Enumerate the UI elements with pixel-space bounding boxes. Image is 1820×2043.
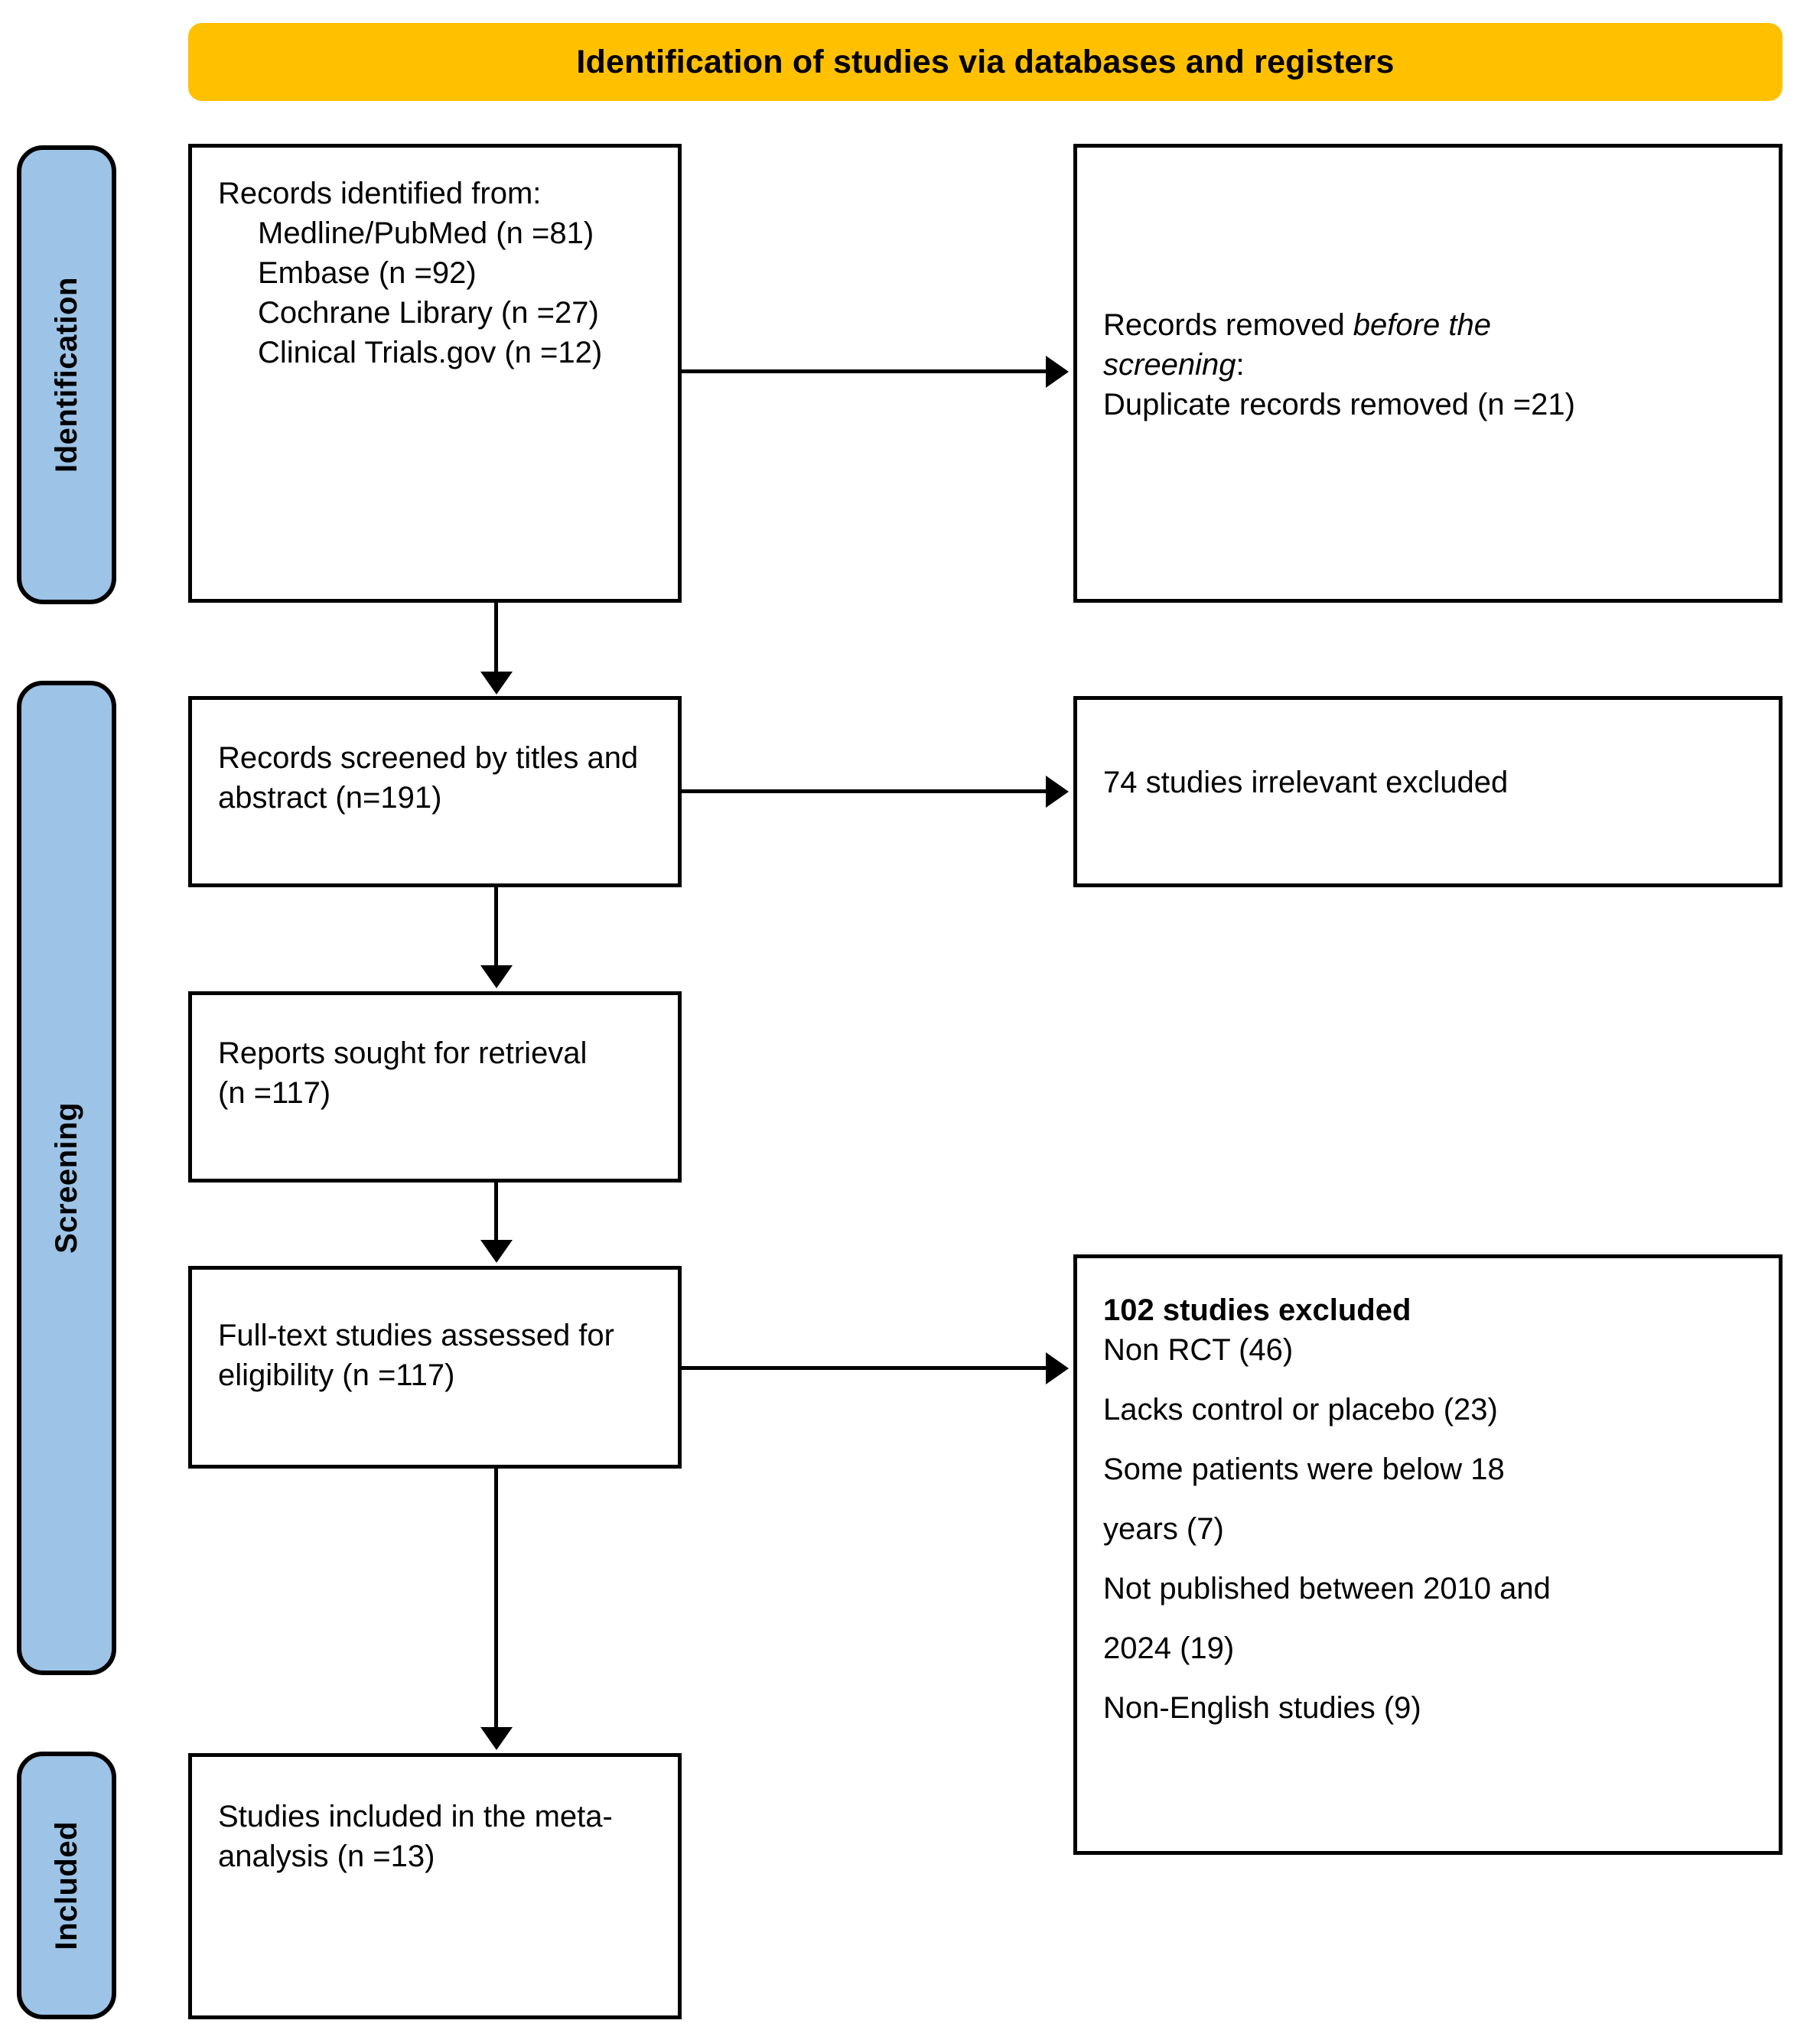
- arrow-fulltext-to-excluded: [682, 1366, 1050, 1370]
- arrow-identified-to-removed: [682, 369, 1050, 373]
- node-reports-sought-retrieval: Reports sought for retrieval (n =117): [188, 991, 682, 1183]
- records-identified-source-embase: Embase (n =92): [258, 256, 477, 290]
- arrow-identified-to-screened: [494, 603, 498, 679]
- studies-excluded-reason-non-rct: Non RCT (46): [1103, 1333, 1294, 1367]
- records-screened-line1: Records screened by titles and: [218, 741, 639, 775]
- records-identified-source-clinicaltrials: Clinical Trials.gov (n =12): [258, 336, 603, 369]
- studies-excluded-reason-below-18b: years (7): [1103, 1512, 1224, 1546]
- diagram-header-banner: Identification of studies via databases …: [188, 23, 1783, 101]
- reports-retrieval-line2: (n =117): [218, 1076, 331, 1110]
- records-removed-line2-italic: screening: [1103, 348, 1236, 382]
- node-records-screened: Records screened by titles and abstract …: [188, 696, 682, 887]
- records-screened-line2: abstract (n=191): [218, 781, 442, 815]
- diagram-title: Identification of studies via databases …: [576, 43, 1395, 80]
- arrow-screened-to-retrieval: [494, 887, 498, 973]
- fulltext-assessed-line1: Full-text studies assessed for: [218, 1319, 614, 1352]
- records-removed-line2: screening:: [1103, 345, 1756, 385]
- records-removed-line1: Records removed before the: [1103, 305, 1756, 345]
- records-removed-line1-italic: before the: [1353, 308, 1491, 342]
- studies-excluded-reason-not-published-b: 2024 (19): [1103, 1631, 1235, 1665]
- node-records-removed: Records removed before the screening: Du…: [1073, 144, 1783, 603]
- records-identified-source-cochrane: Cochrane Library (n =27): [258, 296, 599, 330]
- stage-tab-screening-label: Screening: [49, 1102, 83, 1254]
- stage-tab-included: Included: [17, 1752, 116, 2019]
- studies-irrelevant-excluded-text: 74 studies irrelevant excluded: [1103, 766, 1509, 799]
- node-records-identified: Records identified from: Medline/PubMed …: [188, 144, 682, 603]
- node-studies-irrelevant-excluded: 74 studies irrelevant excluded: [1073, 696, 1783, 887]
- stage-tab-identification-label: Identification: [49, 277, 83, 473]
- studies-excluded-reason-non-english: Non-English studies (9): [1103, 1691, 1421, 1725]
- arrow-screened-to-irrelevant: [682, 789, 1050, 793]
- records-removed-line1-plain: Records removed: [1103, 308, 1353, 342]
- records-identified-source-medline: Medline/PubMed (n =81): [258, 216, 594, 250]
- studies-excluded-heading: 102 studies excluded: [1103, 1293, 1411, 1327]
- stage-tab-included-label: Included: [49, 1820, 83, 1950]
- studies-excluded-reason-below-18a: Some patients were below 18: [1103, 1453, 1505, 1486]
- duplicate-records-removed: Duplicate records removed (n =21): [1103, 388, 1575, 421]
- studies-included-line2: analysis (n =13): [218, 1840, 435, 1873]
- reports-retrieval-line1: Reports sought for retrieval: [218, 1036, 588, 1070]
- studies-excluded-reason-not-published-a: Not published between 2010 and: [1103, 1572, 1551, 1605]
- node-studies-included: Studies included in the meta- analysis (…: [188, 1753, 682, 2019]
- node-fulltext-assessed: Full-text studies assessed for eligibili…: [188, 1266, 682, 1469]
- studies-included-line1: Studies included in the meta-: [218, 1800, 613, 1833]
- node-studies-excluded: 102 studies excluded Non RCT (46) Lacks …: [1073, 1254, 1783, 1855]
- studies-excluded-reason-lacks-control: Lacks control or placebo (23): [1103, 1393, 1498, 1427]
- fulltext-assessed-line2: eligibility (n =117): [218, 1358, 455, 1392]
- records-removed-line2-tail: :: [1236, 348, 1245, 382]
- stage-tab-identification: Identification: [17, 145, 116, 604]
- stage-tab-screening: Screening: [17, 681, 116, 1675]
- records-identified-heading: Records identified from:: [218, 177, 542, 210]
- arrow-retrieval-to-fulltext: [494, 1183, 498, 1248]
- arrow-fulltext-to-included: [494, 1469, 498, 1735]
